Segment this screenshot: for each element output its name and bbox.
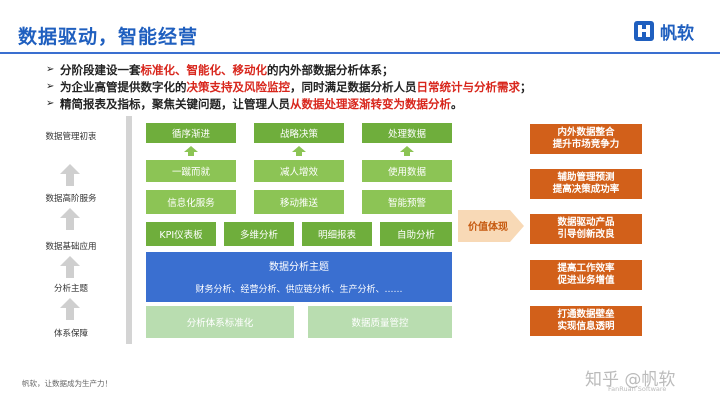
bullet-text: 精简报表及指标，聚焦关键问题，让管理人员 — [60, 96, 290, 111]
value-outcome-line: 打通数据壁垒 — [557, 309, 615, 320]
service-box: 移动推送 — [254, 190, 344, 214]
bullet-highlight: 标准化、智能化、移动化 — [140, 62, 268, 77]
value-outcome-line: 数据驱动产品 — [557, 217, 615, 228]
value-outcome-box: 数据驱动产品 引导创新改良 — [530, 214, 642, 244]
bullet-highlight: 从数据处理逐渐转变为数据分析 — [290, 96, 451, 111]
bullet-arrow-icon: ➢ — [46, 64, 55, 75]
bullet-list: ➢ 分阶段建设一套标准化、智能化、移动化的内外部数据分析体系； ➢ 为企业高管提… — [46, 62, 686, 113]
bullet-text: ； — [520, 79, 532, 94]
level-label-goal: 数据管理初衷 — [45, 132, 97, 142]
value-outcome-line: 促进业务增值 — [557, 275, 615, 286]
value-outcome-line: 提高工作效率 — [557, 263, 615, 274]
principle-box: 减人增效 — [254, 160, 344, 182]
bullet-highlight: 日常统计与分析需求 — [416, 79, 521, 94]
value-outcome-line: 提升市场竞争力 — [552, 139, 620, 150]
value-outcome-line: 实现信息透明 — [557, 321, 615, 332]
level-label-basic: 数据基础应用 — [45, 242, 97, 252]
bullet-text: 为企业高管提供数字化的 — [60, 79, 187, 94]
level-label-guarantee: 体系保障 — [53, 329, 88, 339]
title-divider — [0, 52, 720, 54]
up-arrow-icon — [184, 146, 198, 156]
value-arrow-icon — [458, 210, 524, 242]
guarantee-box: 数据质量管控 — [308, 306, 452, 338]
principle-box: 一蹴而就 — [146, 160, 236, 182]
value-outcome-box: 内外数据整合 提升市场竞争力 — [530, 124, 642, 154]
value-label: 价值体现 — [468, 222, 508, 233]
level-label-advanced: 数据高阶服务 — [45, 194, 97, 204]
level-label-topic: 分析主题 — [53, 284, 88, 294]
goal-box: 战略决策 — [254, 123, 344, 143]
application-box: KPI仪表板 — [146, 222, 216, 246]
bullet-highlight: 决策支持及风险监控 — [186, 79, 291, 94]
value-outcome-line: 引导创新改良 — [557, 229, 615, 240]
up-arrow-icon — [60, 256, 80, 278]
application-box: 多维分析 — [224, 222, 294, 246]
level-track — [126, 116, 132, 344]
bullet-item: ➢ 为企业高管提供数字化的决策支持及风险监控，同时满足数据分析人员日常统计与分析… — [46, 79, 686, 94]
service-box: 智能预警 — [362, 190, 452, 214]
bullet-item: ➢ 精简报表及指标，聚焦关键问题，让管理人员从数据处理逐渐转变为数据分析。 — [46, 96, 686, 111]
value-outcome-box: 打通数据壁垒 实现信息透明 — [530, 306, 642, 336]
fanruan-logo-icon — [634, 21, 654, 41]
value-outcome-box: 辅助管理预测 提高决策成功率 — [530, 169, 642, 199]
page-title: 数据驱动，智能经营 — [18, 26, 199, 48]
bullet-text: 分阶段建设一套 — [60, 62, 141, 77]
bullet-arrow-icon: ➢ — [46, 81, 55, 92]
value-outcome-line: 辅助管理预测 — [557, 172, 615, 183]
goal-box: 处理数据 — [362, 123, 452, 143]
bullet-text: 。 — [451, 96, 463, 111]
up-arrow-icon — [400, 146, 414, 156]
watermark-sub: FanRuan Software — [608, 385, 667, 393]
watermark: 知乎 @帆软 — [585, 370, 676, 390]
bullet-item: ➢ 分阶段建设一套标准化、智能化、移动化的内外部数据分析体系； — [46, 62, 686, 77]
service-box: 信息化服务 — [146, 190, 236, 214]
brand-logo: 帆软 — [632, 14, 704, 48]
logo-text: 帆软 — [660, 23, 694, 44]
up-arrow-icon — [60, 164, 80, 186]
application-box: 明细报表 — [302, 222, 372, 246]
bullet-text: ，同时满足数据分析人员 — [290, 79, 417, 94]
bullet-arrow-icon: ➢ — [46, 98, 55, 109]
up-arrow-icon — [292, 146, 306, 156]
goal-box: 循序渐进 — [146, 123, 236, 143]
value-outcome-line: 提高决策成功率 — [552, 184, 620, 195]
guarantee-box: 分析体系标准化 — [146, 306, 294, 338]
value-outcome-line: 内外数据整合 — [557, 127, 615, 138]
analysis-topic-list: 财务分析、经营分析、供应链分析、生产分析、…… — [195, 285, 403, 295]
footer-slogan: 帆软，让数据成为生产力！ — [22, 379, 112, 388]
analysis-topic-title: 数据分析主题 — [269, 262, 329, 273]
principle-box: 使用数据 — [362, 160, 452, 182]
analysis-topic-box: 数据分析主题 财务分析、经营分析、供应链分析、生产分析、…… — [146, 252, 452, 302]
up-arrow-icon — [60, 298, 80, 320]
application-box: 自助分析 — [380, 222, 452, 246]
value-outcome-box: 提高工作效率 促进业务增值 — [530, 260, 642, 290]
up-arrow-icon — [60, 208, 80, 230]
bullet-text: 的内外部数据分析体系； — [267, 62, 394, 77]
